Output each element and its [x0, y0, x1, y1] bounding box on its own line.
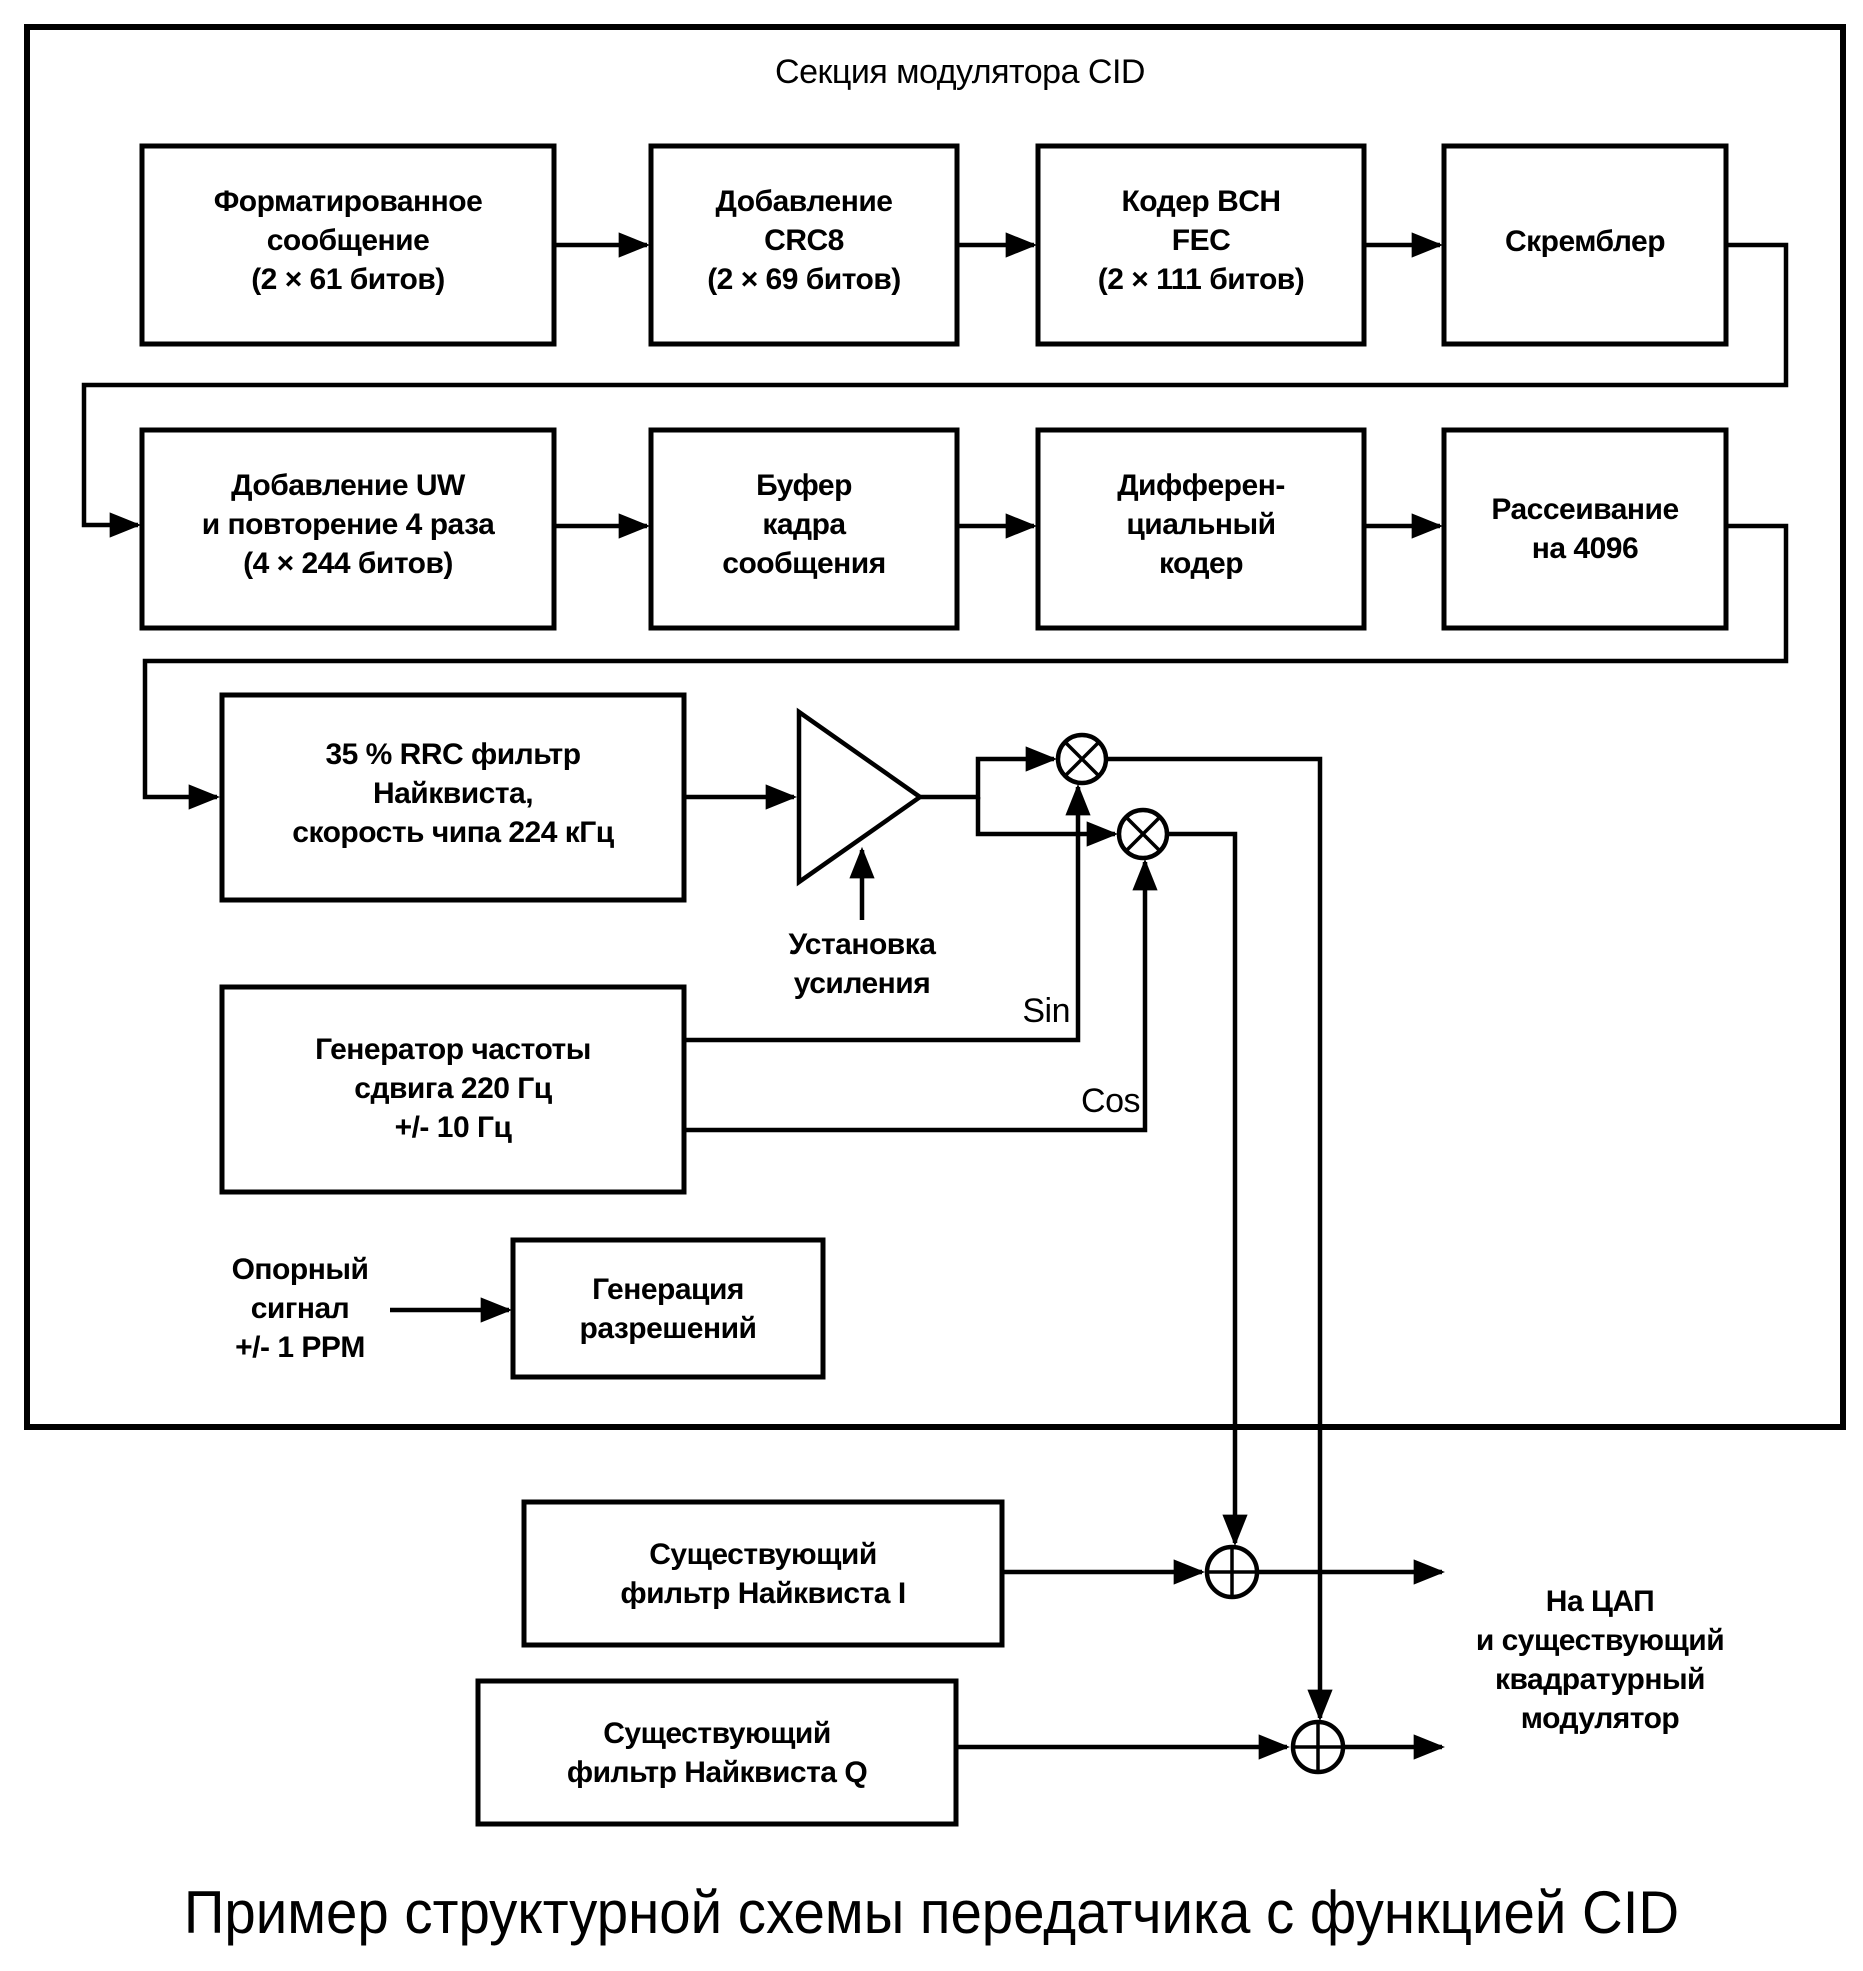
label-add-uw-repeat: Добавление UW и повторение 4 раза (4 × 2… — [201, 469, 495, 580]
adder-q-icon — [1290, 1719, 1346, 1775]
box-permission-generation[interactable] — [510, 1237, 826, 1380]
mixer-sin-icon — [1055, 732, 1109, 786]
box-add-crc8[interactable] — [648, 143, 960, 347]
label-shift-generator: Генератор частоты сдвига 220 Гц +/- 10 Г… — [315, 1033, 591, 1144]
wire-scrambler-to-uw — [81, 242, 1789, 538]
mixer-cos-icon — [1116, 807, 1170, 861]
wire-mixer-sin-to-q-adder — [1106, 756, 1333, 1722]
box-differential-encoder[interactable] — [1035, 427, 1367, 631]
label-cos: Cos — [1081, 1082, 1140, 1120]
wire-amp-to-mixer-sin — [920, 746, 1058, 800]
box-frame-buffer[interactable] — [648, 427, 960, 631]
box-shift-generator[interactable] — [219, 984, 687, 1195]
label-bch-fec-encoder: Кодер BCH FEC (2 × 111 битов) — [1097, 185, 1305, 296]
label-gain-setting: Установка усиления — [788, 928, 936, 1000]
label-add-crc8: Добавление CRC8 (2 × 69 битов) — [707, 185, 901, 296]
wire-amp-to-mixer-cos — [975, 797, 1119, 847]
wire-spreading-to-rrc — [142, 523, 1789, 810]
label-nyquist-i: Существующий фильтр Найквиста I — [620, 1538, 906, 1610]
label-nyquist-q: Существующий фильтр Найквиста Q — [566, 1717, 868, 1789]
box-add-uw-repeat[interactable] — [139, 427, 557, 631]
box-formatted-message[interactable] — [139, 143, 557, 347]
label-frame-buffer: Буфер кадра сообщения — [722, 469, 886, 580]
wire-mixer-cos-to-i-adder — [1167, 831, 1248, 1547]
label-output-destination: На ЦАП и существующий квадратурный модул… — [1475, 1585, 1725, 1735]
box-spreading[interactable] — [1441, 427, 1729, 631]
modulator-section-frame — [24, 24, 1846, 1430]
wire-cos — [684, 858, 1158, 1133]
box-nyquist-i[interactable] — [521, 1499, 1005, 1648]
label-differential-encoder: Диффepeн- циальный кодер — [1117, 469, 1285, 580]
wire-sin — [684, 783, 1091, 1043]
label-reference-signal: Опорный сигнал +/- 1 PPM — [231, 1253, 369, 1364]
box-scrambler[interactable] — [1441, 143, 1729, 347]
figure-caption: Пример структурной схемы передатчика с ф… — [183, 1879, 1680, 1946]
label-scrambler: Скремблер — [1504, 225, 1666, 258]
amplifier-icon[interactable] — [796, 707, 924, 887]
label-sin: Sin — [1022, 992, 1070, 1030]
label-formatted-message: Форматированное сообщение (2 × 61 битов) — [213, 185, 483, 296]
section-title: Секция модулятора CID — [775, 53, 1145, 91]
adder-i-icon — [1204, 1544, 1260, 1600]
label-permission-generation: Генерация разрешений — [579, 1273, 758, 1345]
label-rrc-filter: 35 % RRC фильтр Найквиста, скорость чипа… — [292, 738, 614, 849]
box-nyquist-q[interactable] — [475, 1678, 959, 1827]
label-spreading: Рассеивание на 4096 — [1491, 493, 1679, 565]
